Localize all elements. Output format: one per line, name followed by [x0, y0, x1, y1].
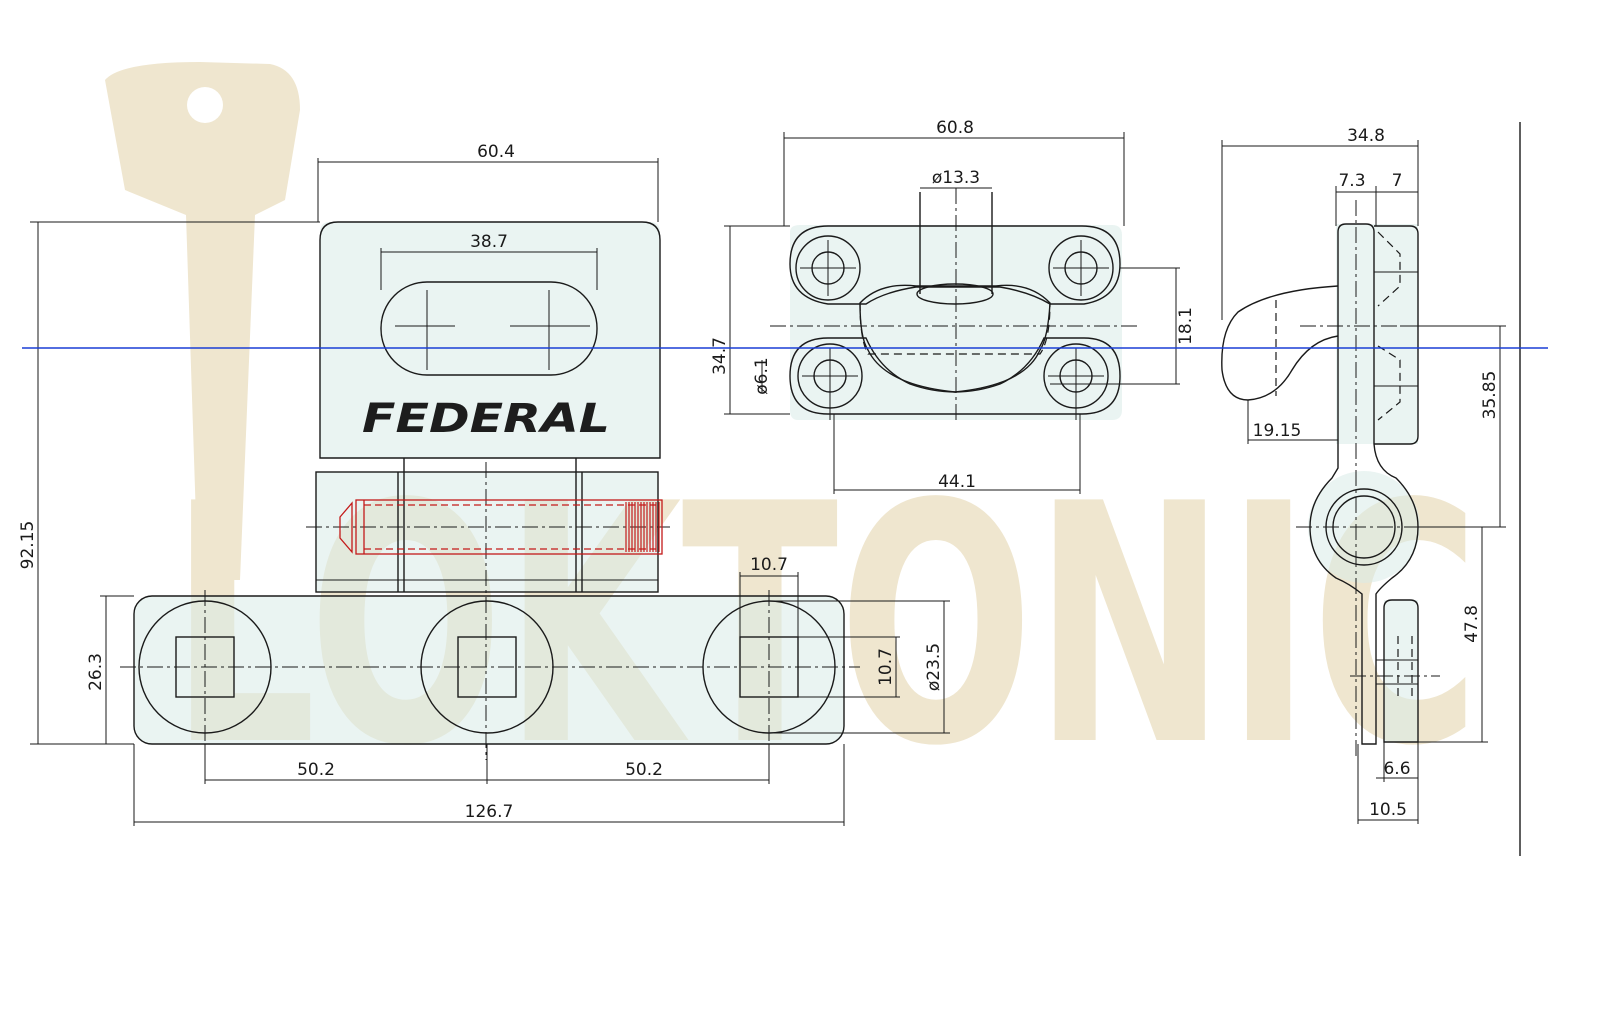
- dim-side-width: 34.8: [1347, 126, 1385, 146]
- dim-side-upper-height: 35.85: [1480, 371, 1500, 420]
- keeper-screw-hole-bl: [797, 343, 863, 420]
- dim-keeper-width: 60.8: [936, 118, 974, 138]
- keeper-upper-flange: [789, 225, 1121, 305]
- dim-front-square-side: 10.7: [876, 648, 896, 686]
- dim-side-base-width: 10.5: [1369, 800, 1407, 820]
- keeper-screw-hole-tl: [795, 235, 861, 301]
- dim-front-slot-width: 38.7: [470, 232, 508, 252]
- side-hook: [1221, 285, 1339, 401]
- dim-keeper-height: 34.7: [710, 337, 730, 375]
- base-hole-middle: [420, 600, 554, 734]
- dim-side-offset-a: 7.3: [1338, 171, 1365, 191]
- threaded-bolt: [339, 499, 663, 555]
- side-arm: [1309, 223, 1419, 745]
- dim-front-hole-spacing-right: 50.2: [625, 760, 663, 780]
- base-hole-left: [138, 590, 272, 760]
- front-view: FEDERAL: [18, 142, 950, 826]
- keeper-screw-hole-tr: [1048, 235, 1114, 301]
- keeper-lower-flange: [789, 337, 1121, 415]
- dim-side-offset-b: 7: [1392, 171, 1403, 191]
- side-foot: [1383, 599, 1419, 743]
- dim-side-foot-width: 6.6: [1383, 759, 1410, 779]
- dim-keeper-screw-diameter: ø6.1: [752, 357, 772, 394]
- dim-front-top-width: 60.4: [477, 142, 515, 162]
- dim-front-overall-height: 92.15: [18, 521, 38, 570]
- dim-front-square-top: 10.7: [750, 555, 788, 575]
- keeper-cup: [859, 284, 1051, 393]
- front-slot: [380, 281, 598, 376]
- front-top-plate: [319, 221, 661, 459]
- keeper-screw-hole-br: [1043, 343, 1109, 420]
- dim-front-hole-diameter: ø23.5: [924, 643, 944, 691]
- dim-keeper-cup-depth: 18.1: [1176, 307, 1196, 345]
- front-base-plate: [133, 595, 845, 745]
- dim-front-overall-width: 126.7: [465, 802, 514, 822]
- brand-logo: FEDERAL: [362, 396, 610, 442]
- keeper-view: 60.8 ø13.3 34.7 ø6.1 18.1 44.1: [710, 118, 1196, 494]
- side-keeper: [1374, 225, 1419, 445]
- dim-keeper-bolt-diameter: ø13.3: [932, 168, 980, 188]
- dim-front-hole-spacing-left: 50.2: [297, 760, 335, 780]
- dim-side-hook-offset: 19.15: [1253, 421, 1302, 441]
- dim-front-base-height: 26.3: [86, 653, 106, 691]
- side-view: 34.8 7.3 7 19.15 35.85 47.8 6.6 10.5: [1221, 122, 1521, 856]
- bolt-housing: [315, 471, 659, 593]
- dim-side-lower-height: 47.8: [1462, 605, 1482, 643]
- dim-keeper-hole-spacing: 44.1: [938, 472, 976, 492]
